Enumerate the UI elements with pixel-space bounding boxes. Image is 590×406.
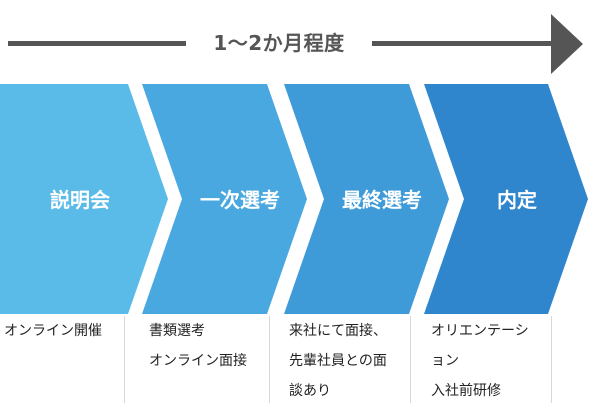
stage-chevron-offer-shape (424, 84, 588, 314)
column-divider-4 (551, 316, 552, 403)
stage-description-final-screening: 来社にて面接、 先輩社員との面 談あり (289, 323, 387, 399)
stage-chevron-final-screening (284, 84, 449, 314)
stage-chevron-first-screening-shape (142, 84, 307, 314)
stage-chevron-final-screening-shape (284, 84, 449, 314)
stage-title-offer: 内定 (497, 188, 537, 212)
timeline-line-right (372, 41, 552, 46)
stage-chevron-offer (424, 84, 588, 314)
stage-chevron-briefing (0, 84, 168, 314)
timeline-arrow-icon (551, 14, 583, 74)
stage-title-first-screening: 一次選考 (200, 188, 280, 212)
timeline-label: 1〜2か月程度 (213, 31, 345, 55)
column-divider-1 (124, 316, 125, 403)
stage-description-briefing: オンライン開催 (4, 323, 102, 339)
column-divider-2 (269, 316, 270, 403)
stage-title-final-screening: 最終選考 (342, 188, 422, 212)
stage-title-briefing: 説明会 (50, 188, 110, 212)
timeline-line-left (8, 41, 186, 46)
stage-description-offer: オリエンテーシ ョン 入社前研修 (431, 323, 529, 399)
stage-chevron-briefing-shape (0, 84, 168, 314)
column-divider-3 (410, 316, 411, 403)
stage-chevron-first-screening (142, 84, 307, 314)
stage-description-first-screening: 書類選考 オンライン面接 (149, 323, 247, 369)
